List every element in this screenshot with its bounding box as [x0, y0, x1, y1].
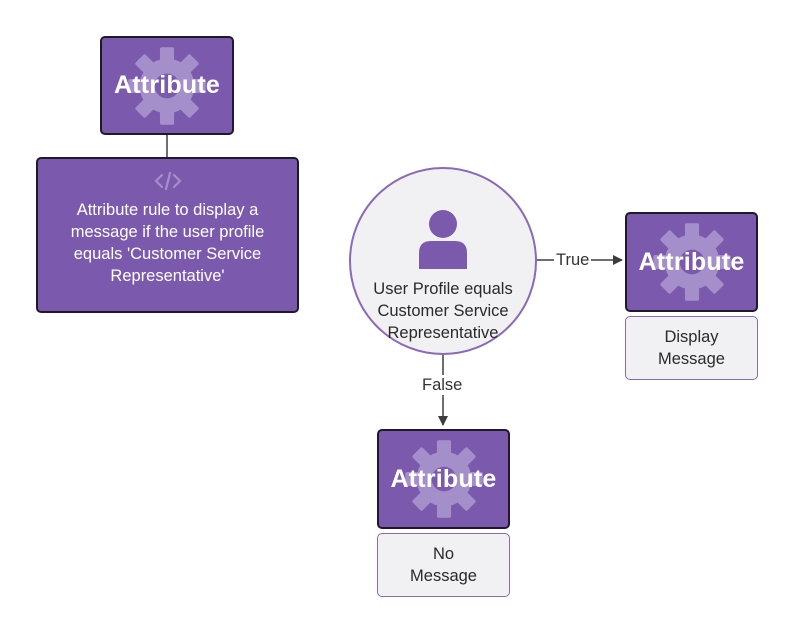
true-edge-label: True: [554, 250, 592, 270]
decision-node[interactable]: User Profile equals Customer Service Rep…: [349, 167, 537, 355]
code-icon: [154, 171, 181, 191]
false-edge-label: False: [420, 375, 465, 395]
decision-text: User Profile equals Customer Service Rep…: [373, 280, 513, 342]
attribute-tile-top[interactable]: Attribute: [100, 36, 234, 135]
gear-icon: [652, 223, 731, 301]
display-message-card[interactable]: Display Message: [625, 316, 758, 380]
attribute-tile-title: Attribute: [638, 247, 745, 276]
no-message-card[interactable]: No Message: [377, 533, 510, 597]
person-icon: [419, 210, 467, 269]
display-message-text: Display Message: [658, 328, 725, 368]
attribute-tile-title: Attribute: [114, 71, 220, 99]
gear-icon: [128, 46, 206, 125]
gear-icon: [404, 440, 483, 518]
no-message-text: No Message: [410, 545, 477, 585]
description-card[interactable]: Attribute rule to display a message if t…: [36, 157, 299, 313]
attribute-tile-false[interactable]: Attribute: [377, 429, 510, 529]
attribute-tile-title: Attribute: [390, 464, 497, 493]
description-text: Attribute rule to display a message if t…: [70, 201, 265, 285]
attribute-tile-true[interactable]: Attribute: [625, 212, 758, 312]
